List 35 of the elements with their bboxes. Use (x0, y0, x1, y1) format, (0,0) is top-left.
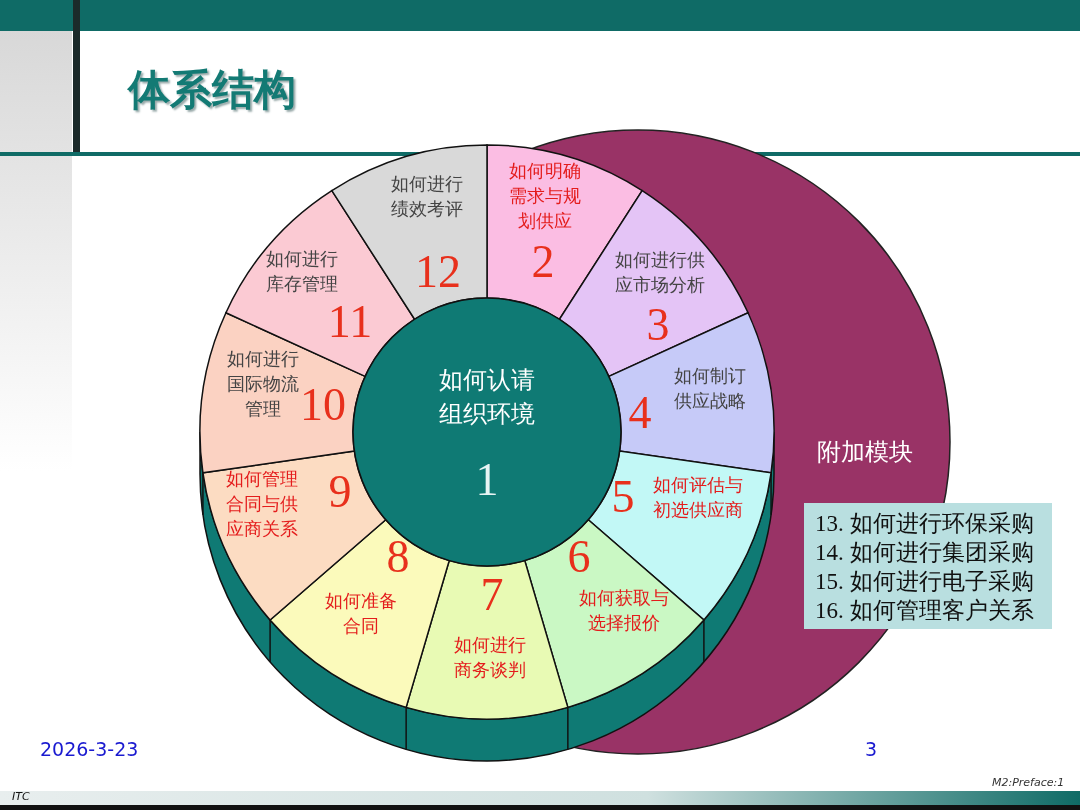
slide-title: 体系结构 (128, 64, 296, 116)
segment-number: 7 (480, 572, 504, 618)
segment-label: 如何评估与初选供应商 (652, 473, 744, 522)
footer-text: ITC (12, 790, 30, 803)
segment-number: 2 (531, 239, 555, 285)
segment-label: 如何获取与选择报价 (578, 586, 670, 635)
slide-code: M2:Preface:1 (992, 776, 1065, 789)
segment-label: 如何准备合同 (324, 589, 398, 638)
list-item: 15. 如何进行电子采购 (814, 568, 1035, 596)
segment-label: 如何制订供应战略 (673, 364, 747, 413)
segment-label: 如何管理合同与供应商关系 (225, 466, 299, 541)
circle-label: 附加模块 (817, 439, 913, 465)
page-number: 3 (865, 738, 878, 760)
segment-number: 10 (300, 382, 346, 428)
segment-label: 如何明确需求与规划供应 (508, 158, 582, 233)
segment-label: 如何进行库存管理 (265, 247, 339, 296)
list-item: 13. 如何进行环保采购 (814, 510, 1035, 538)
segment-label: 如何进行商务谈判 (453, 633, 527, 682)
segment-number: 12 (415, 249, 461, 295)
module-list-panel (804, 503, 1052, 629)
list-item: 14. 如何进行集团采购 (814, 539, 1035, 567)
segment-number: 6 (567, 534, 591, 580)
segment-number: 4 (628, 390, 652, 436)
segment-number: 9 (328, 469, 352, 515)
segment-label: 如何进行绩效考评 (390, 172, 464, 221)
segment-label: 如何进行供应市场分析 (614, 248, 706, 297)
segment-number: 11 (327, 299, 373, 345)
centre-number: 1 (475, 457, 499, 503)
date-text: 2026-3-23 (40, 738, 139, 760)
segment-number: 3 (646, 302, 670, 348)
segment-label: 如何进行国际物流管理 (226, 346, 300, 421)
centre-label: 如何认请组织环境 (438, 365, 536, 430)
list-item: 16. 如何管理客户关系 (814, 597, 1035, 625)
segment-number: 5 (611, 474, 635, 520)
segment-number: 8 (386, 534, 410, 580)
